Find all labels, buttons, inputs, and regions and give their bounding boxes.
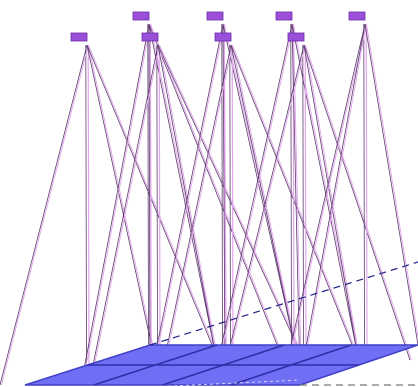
ground-plane [24,344,418,386]
sensor-beam-line [230,44,297,353]
sensor-node [348,11,366,21]
sensor-beam-line [222,23,297,353]
sensor-pillar-line [87,44,90,371]
sensor-pillar-line [156,44,158,351]
sensor-node [70,32,88,42]
sensor-node [275,11,293,21]
coverage-boundary-dashed-line [149,379,301,387]
sensor-beam-line [284,23,367,376]
sensor-beam-line [0,44,89,386]
sensor-beam-line [159,44,232,381]
sensor-beam-line [157,44,301,353]
sensor-beam-line [149,23,224,381]
sensor-beam-line [231,44,357,353]
sensor-beam-line [82,23,151,381]
sensor-beam-line [300,23,367,381]
sensor-node [214,32,232,42]
sensor-beam-line [364,23,418,346]
sensor-beam-line [158,44,217,353]
sensor-beam-line [149,23,282,353]
sensor-node [206,11,224,21]
sensor-beam-line [149,23,217,353]
sensor-beam-line [81,23,150,381]
sensor-beam-line [89,44,159,381]
sensor-node [287,32,305,42]
sensor-beam-line [87,44,217,353]
sensor-pillar-line [85,44,87,371]
sensor-beam-line [304,44,412,361]
sensor-beam-line [223,44,306,376]
coverage-boundary-lines [149,261,418,387]
sensor-beam-line [215,23,294,376]
sensor-beam-line [148,23,151,381]
sensor-beam-line [283,23,366,376]
sensor-beam-line [0,44,88,386]
sensor-beam-line [148,23,216,353]
sensor-pillar-line [147,23,149,358]
sensor-beam-line [365,23,418,340]
sensor-beams [0,23,418,386]
coverage-boundary-dashed-line [149,261,418,346]
sensor-beam-line [303,44,358,353]
sensor-beam-line [299,23,366,381]
sensor-pillar-line [304,44,307,351]
sensor-beam-line [291,23,301,381]
sensor-beam-line [304,44,359,353]
sensor-node [141,32,159,42]
sensor-beam-line [230,44,356,353]
sensor-pillar-line [365,23,368,351]
sensor-beam-line [90,44,160,381]
sensor-pillar-line [363,23,365,351]
sensor-nodes [70,11,366,42]
sensor-pillar-line [221,23,223,358]
sensor-node [132,11,150,21]
sensor-beam-line [157,44,216,353]
sensor-beam-line [303,44,411,361]
sensor-beam-line [222,44,305,376]
sensor-beam-line [160,44,233,381]
sensor-beam-line [148,23,281,353]
sensor-beam-line [231,44,298,353]
sensor-pillar-line [302,44,304,351]
ground-grid-line [93,344,218,386]
ground-grid-line [230,344,352,386]
sensor-beam-line [214,23,293,376]
sensor-beam-line [150,23,225,381]
sensor-pillar-line [158,44,161,351]
sensor-pillar-line [290,23,292,358]
sensor-pillar-line [229,44,231,351]
ground-grid-line [162,344,285,386]
